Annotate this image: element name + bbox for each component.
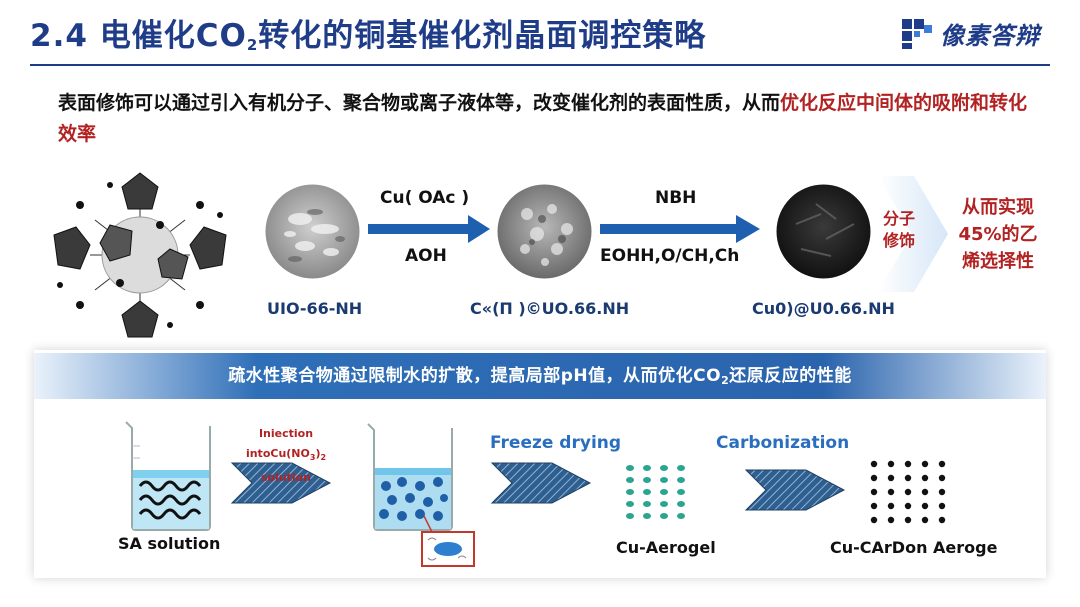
caption-uio66: UIO-66-NH [267,299,363,318]
page-title: 2.4 电催化CO2转化的铜基催化剂晶面调控策略 [30,18,707,54]
caption-cu-carbon-aerogel: Cu-CArDon Aeroge [830,538,998,557]
cu-aerogel-image [626,465,685,519]
brand-logo: 像素答辩 [900,16,1040,51]
arrow-injection [230,462,332,504]
cu-carbon-aerogel-image [870,460,946,524]
modification-label: 分子修饰 [882,209,915,250]
beaker-sa-solution-image [125,421,211,531]
mof-structure-image [53,172,227,338]
arrow-step-2 [600,215,760,243]
arrow-step-1 [368,215,490,243]
carbonization-label: Carbonization [716,433,850,453]
caption-sa-solution: SA solution [118,534,221,553]
sem-image-uio66 [265,184,360,279]
arrow2-solvent: EOHH,O/CH,Ch [600,246,740,266]
sem-image-cu0-uio66 [776,184,871,279]
pixel-logo-icon [902,18,932,49]
brand-name: 像素答辩 [940,22,1040,50]
arrow2-reagent: NBH [655,188,697,208]
bottom-banner: 疏水性聚合物通过限制水的扩散，提高局部pH值，从而优化CO2还原反应的性能 [34,353,1046,399]
sem-image-cu-uio66 [497,184,592,279]
arrow-carbonization [744,469,846,511]
freeze-drying-label: Freeze drying [490,433,622,453]
caption-cu-aerogel: Cu-Aerogel [616,538,716,557]
caption-cu-uio66: C«(Π )©UO.66.NH [470,299,630,318]
header-divider [30,64,1050,66]
chevron-right-icon [878,176,948,292]
arrow-freeze-drying [490,462,592,504]
intro-highlight: 优化反应中间体的吸附和转化效率 [58,92,1028,145]
arrow1-solvent: AOH [405,246,447,266]
arrow1-reagent: Cu( OAc ) [380,188,470,208]
caption-cu0-uio66: Cu0)@U0.66.NH [752,299,895,318]
intro-paragraph: 表面修饰可以通过引入有机分子、聚合物或离子液体等，改变催化剂的表面性质，从而优化… [58,92,1028,145]
banner-text: 疏水性聚合物通过限制水的扩散，提高局部pH值，从而优化CO2还原反应的性能 [228,366,852,387]
beaker-beads-image [367,423,475,567]
